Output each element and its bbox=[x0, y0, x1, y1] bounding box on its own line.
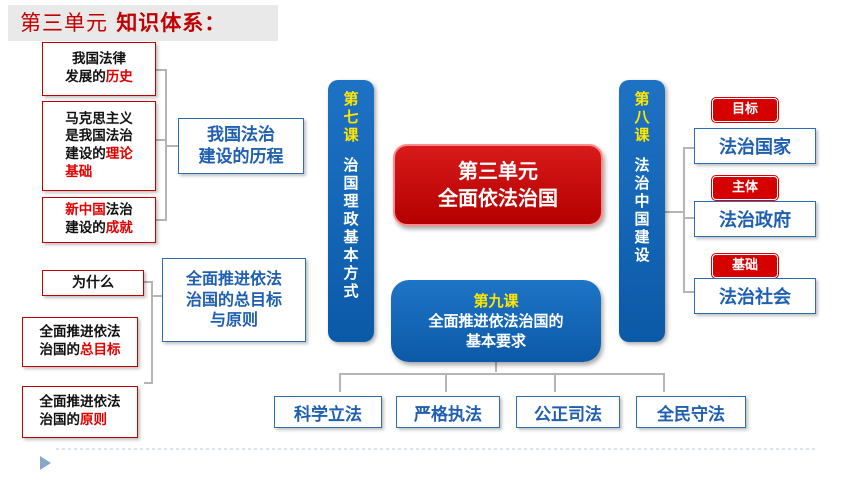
tag-subject: 主体 bbox=[711, 175, 779, 201]
leaf-highlight: 总目标 bbox=[80, 342, 121, 358]
leaf-text: 全面推进依法 bbox=[39, 394, 121, 411]
center-line2: 全面依法治国 bbox=[438, 186, 558, 210]
leaf-marxism-foundation: 马克思主义 是我国法治 建设的理论 基础 bbox=[42, 101, 156, 191]
bottom-item-text: 严格执法 bbox=[414, 404, 482, 425]
leaf-highlight: 成就 bbox=[105, 220, 133, 236]
leaf-text: 为什么 bbox=[72, 274, 114, 291]
bottom-item-text: 科学立法 bbox=[294, 404, 362, 425]
leaf-text: 发展的 bbox=[65, 69, 106, 85]
center-line1: 第三单元 bbox=[458, 159, 538, 183]
tag-goal: 目标 bbox=[711, 97, 779, 123]
leaf-text: 建设的 bbox=[65, 146, 106, 162]
leaf-highlight: 新中国 bbox=[65, 202, 106, 219]
lesson9-label: 第九课 bbox=[473, 291, 519, 310]
topic-goal-principles: 全面推进依法 治国的总目标 与原则 bbox=[162, 258, 306, 342]
leaf-text: 治国的 bbox=[39, 342, 81, 358]
leaf-text: 我国法律 bbox=[72, 51, 126, 68]
item-text: 法治社会 bbox=[719, 287, 791, 308]
lesson7-topic: 治国理政基本方式 bbox=[343, 156, 359, 300]
lesson9-line1: 全面推进依法治国的 bbox=[428, 311, 564, 330]
leaf-why: 为什么 bbox=[42, 270, 144, 296]
leaf-overall-goal: 全面推进依法 治国的总目标 bbox=[22, 317, 138, 367]
lesson8-topic: 法治中国建设 bbox=[634, 156, 650, 264]
topic-text: 治国的总目标 bbox=[185, 289, 282, 309]
leaf-text: 法治 bbox=[105, 202, 133, 219]
bottom-item-strict-enforcement: 严格执法 bbox=[396, 396, 500, 428]
topic-text: 与原则 bbox=[209, 310, 258, 330]
leaf-text: 治国的 bbox=[39, 412, 81, 428]
leaf-highlight: 原则 bbox=[80, 412, 107, 428]
lesson8-label: 第八课 bbox=[634, 90, 650, 144]
lesson9-line2: 基本要求 bbox=[465, 332, 526, 351]
lesson9-node: 第九课 全面推进依法治国的 基本要求 bbox=[391, 280, 601, 362]
item-text: 法治国家 bbox=[719, 137, 791, 158]
page-title: 第三单元 知识体系： bbox=[8, 5, 278, 41]
leaf-history-development: 我国法律 发展的历史 bbox=[42, 42, 156, 96]
leaf-text: 是我国法治 bbox=[65, 128, 133, 145]
leaf-highlight: 理论 bbox=[105, 146, 133, 162]
title-main: 知识体系： bbox=[116, 11, 227, 35]
leaf-principles: 全面推进依法 治国的原则 bbox=[22, 386, 138, 438]
lesson7-label: 第七课 bbox=[343, 90, 359, 144]
item-text: 法治政府 bbox=[719, 210, 791, 231]
topic-legal-history: 我国法治 建设的历程 bbox=[178, 118, 304, 174]
bottom-item-text: 公正司法 bbox=[534, 404, 602, 425]
bottom-item-text: 全民守法 bbox=[657, 404, 725, 425]
item-rule-of-law-country: 法治国家 bbox=[694, 128, 816, 164]
lesson8-pill: 第八课 法治中国建设 bbox=[619, 80, 665, 342]
topic-text: 全面推进依法 bbox=[185, 268, 282, 288]
leaf-highlight: 基础 bbox=[65, 163, 93, 180]
title-prefix: 第三单元 bbox=[20, 11, 108, 35]
bottom-item-fair-justice: 公正司法 bbox=[516, 396, 620, 428]
leaf-new-china-achievements: 新中国法治 建设的成就 bbox=[42, 197, 156, 243]
bottom-item-law-abiding: 全民守法 bbox=[636, 396, 746, 428]
leaf-text: 建设的 bbox=[65, 220, 106, 236]
tag-foundation: 基础 bbox=[711, 253, 779, 279]
leaf-highlight: 历史 bbox=[105, 69, 133, 85]
item-rule-of-law-society: 法治社会 bbox=[694, 278, 816, 314]
play-triangle-icon bbox=[40, 456, 51, 470]
leaf-text: 马克思主义 bbox=[65, 110, 133, 127]
center-node: 第三单元 全面依法治国 bbox=[393, 144, 603, 226]
topic-text: 建设的历程 bbox=[198, 147, 284, 167]
item-rule-of-law-government: 法治政府 bbox=[694, 201, 816, 237]
lesson7-pill: 第七课 治国理政基本方式 bbox=[328, 80, 374, 342]
leaf-text: 全面推进依法 bbox=[39, 324, 121, 341]
bottom-item-scientific-legislation: 科学立法 bbox=[274, 396, 382, 428]
topic-text: 我国法治 bbox=[207, 124, 275, 145]
